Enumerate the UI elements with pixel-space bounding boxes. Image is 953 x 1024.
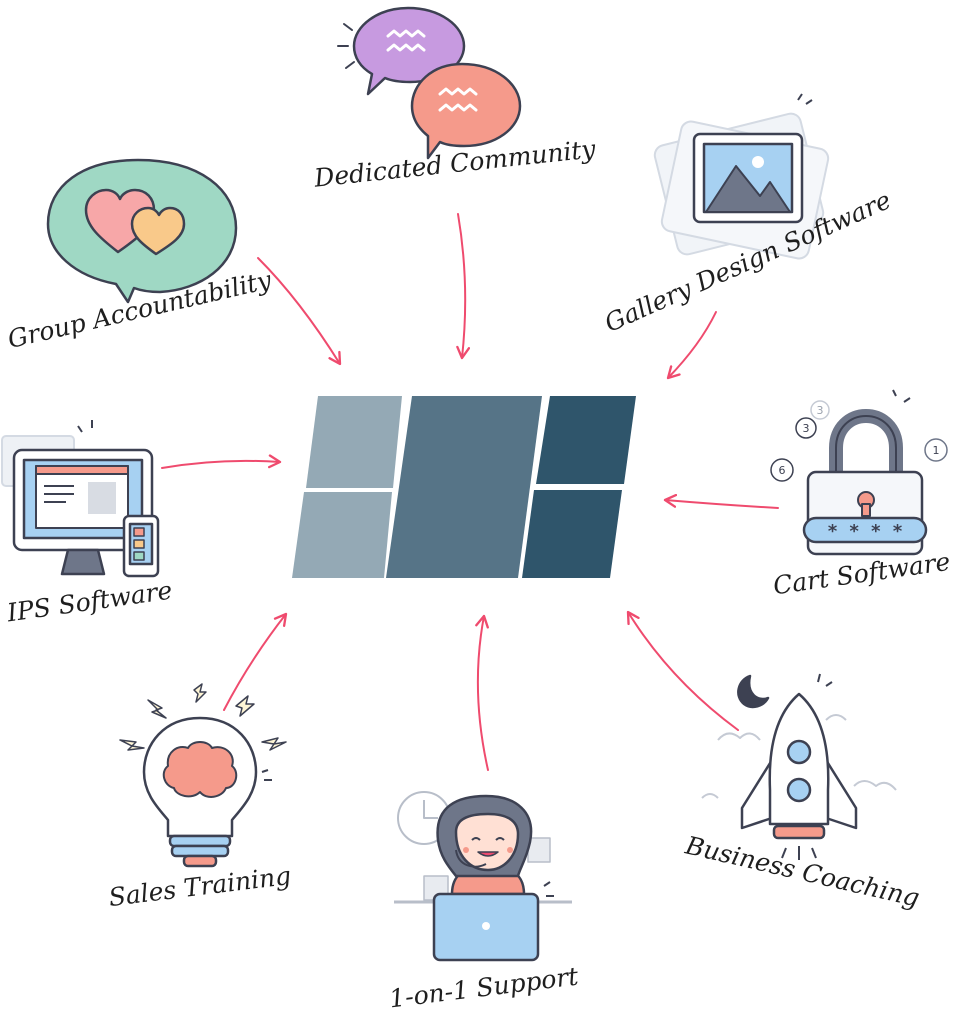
bubble-badge-c: 1 [933, 444, 940, 457]
bubble-badge-a: 3 [817, 404, 824, 417]
sales-training-illustration [119, 683, 287, 868]
label-sales-training: Sales Training [107, 861, 292, 912]
lightning-sparks [119, 683, 287, 751]
dedicated-community-illustration [337, 6, 522, 160]
monitor-icon [12, 448, 154, 576]
cart-software-illustration: * * * * 3 3 1 6 [770, 389, 948, 556]
phone-icon [122, 514, 160, 578]
moon-icon [737, 674, 770, 709]
lock-code-text: * * * * [827, 521, 903, 542]
logo-tile-bottom-right [522, 490, 622, 578]
logo-tile-center [386, 396, 542, 578]
chat-bubble-salmon-icon [410, 62, 522, 160]
business-coaching-illustration [701, 673, 897, 860]
arrow-from-business-coaching [626, 610, 739, 731]
bubble-badge-d: 6 [779, 464, 786, 477]
arrow-from-sales-training [223, 612, 288, 711]
logo-tile-bottom-left [292, 492, 392, 578]
arrow-from-ips-software [161, 454, 282, 469]
label-ips-software: IPS Software [4, 576, 174, 628]
ips-software-illustration [1, 420, 160, 578]
support-illustration [394, 791, 572, 962]
padlock-icon [802, 409, 928, 556]
arrows [161, 213, 779, 771]
bubble-badge-b: 3 [803, 422, 810, 435]
heart-orange-icon [130, 206, 186, 256]
brain-icon [162, 741, 238, 798]
logo-tile-top-left [306, 396, 402, 488]
rocket-icon [740, 692, 858, 860]
group-accountability-illustration [46, 158, 238, 304]
gallery-design-illustration [653, 93, 830, 260]
clouds [701, 714, 897, 799]
arrow-from-one-on-one [475, 614, 489, 771]
arrow-from-gallery-design [666, 311, 717, 380]
notification-bubbles: 3 3 1 6 [770, 400, 948, 482]
person-avatar [436, 794, 533, 896]
arrow-from-cart-software [663, 493, 779, 509]
arrow-from-group-accountability [257, 257, 342, 366]
logo-tile-top-right [536, 396, 636, 484]
center-logo [292, 396, 636, 578]
laptop-icon [432, 892, 540, 962]
label-business-coaching: Business Coaching [682, 830, 922, 912]
picture-frame-icon [692, 132, 804, 224]
arrow-from-dedicated-community [456, 213, 471, 360]
label-one-on-one-support: 1-on-1 Support [388, 961, 581, 1013]
